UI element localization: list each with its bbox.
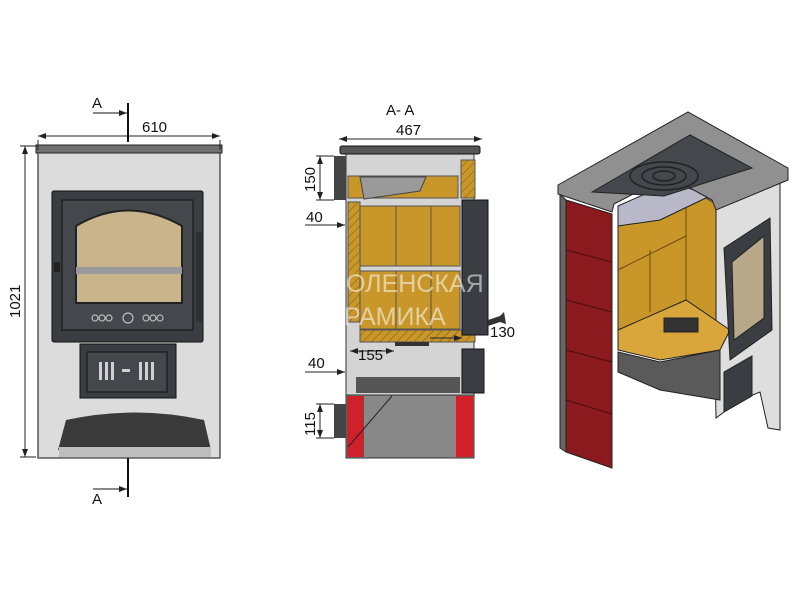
section-top-plate bbox=[339, 145, 481, 155]
rear-top-brick bbox=[460, 159, 476, 199]
watermark-line2: РАМИКА bbox=[344, 303, 446, 331]
top-plate bbox=[35, 144, 223, 154]
base-plinth bbox=[59, 447, 211, 457]
section-view: A- A 467 ОЛЕНСКАЯ РАМИКА 150 40 155 bbox=[302, 102, 515, 459]
glass-bar bbox=[76, 267, 182, 274]
height-dimension: 1021 bbox=[7, 285, 24, 318]
door-glass bbox=[75, 209, 183, 304]
iso-door-glass bbox=[731, 234, 765, 341]
dim-150: 150 bbox=[302, 167, 319, 192]
dim-40-lower: 40 bbox=[308, 355, 325, 372]
iso-side-edge bbox=[559, 192, 567, 453]
front-view: 610 1021 A A bbox=[7, 95, 223, 508]
ash-door-section bbox=[461, 348, 485, 394]
iso-ash-door bbox=[723, 355, 753, 413]
baffle bbox=[359, 176, 427, 200]
firebox-bricks-upper bbox=[359, 205, 461, 267]
rear-flue-bottom bbox=[334, 404, 346, 438]
dim-155: 155 bbox=[358, 347, 383, 364]
dim-115: 115 bbox=[302, 412, 319, 436]
grate bbox=[395, 342, 429, 346]
iso-tile-column bbox=[565, 199, 613, 469]
watermark-line1: ОЛЕНСКАЯ bbox=[346, 270, 484, 298]
width-dimension: 610 bbox=[142, 119, 167, 136]
base-section bbox=[345, 394, 475, 459]
section-title: A- A bbox=[386, 102, 414, 119]
fire-door-section bbox=[461, 199, 489, 336]
red-trim-right bbox=[456, 396, 473, 457]
iso-hob-rings bbox=[629, 161, 699, 191]
iso-grate bbox=[663, 317, 699, 333]
section-width-dimension: 467 bbox=[396, 122, 421, 139]
iso-ash-chamber bbox=[617, 349, 721, 401]
door-hinge-right bbox=[196, 232, 202, 322]
base-arch bbox=[58, 412, 211, 450]
red-trim-left bbox=[347, 396, 364, 457]
dim-40-upper: 40 bbox=[306, 209, 323, 226]
isometric-view bbox=[557, 111, 789, 469]
dim-130: 130 bbox=[490, 324, 515, 341]
ash-pan bbox=[356, 377, 460, 393]
section-marker-bottom: A bbox=[92, 491, 102, 508]
ash-door-vents bbox=[99, 362, 154, 380]
section-marker-top: A bbox=[92, 95, 102, 112]
door-handle bbox=[488, 312, 506, 326]
hearth-brick bbox=[359, 329, 476, 343]
air-vents bbox=[91, 312, 164, 324]
door-handle-left bbox=[54, 262, 60, 272]
rear-flue-top bbox=[334, 156, 346, 200]
firebox-bricks-lower bbox=[359, 270, 461, 330]
